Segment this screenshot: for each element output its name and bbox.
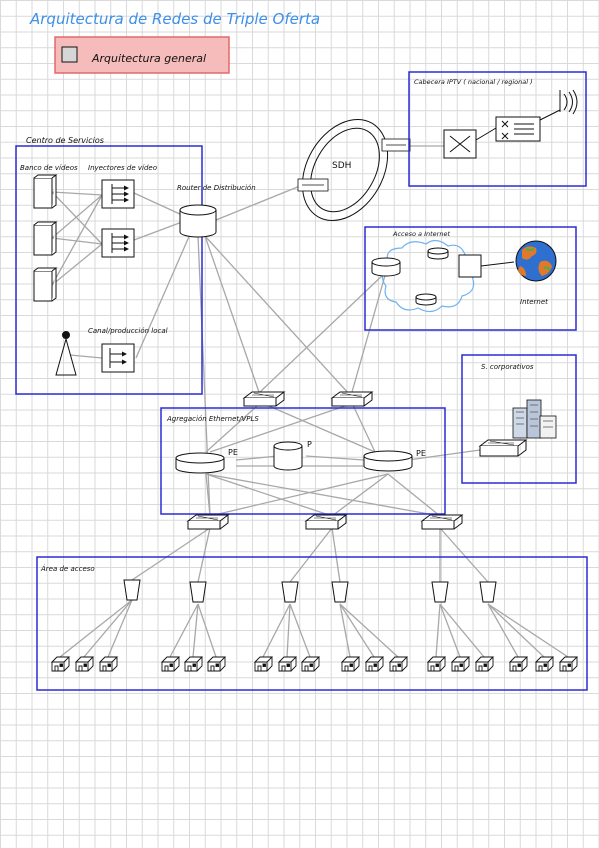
- antenna-icon: [55, 331, 77, 376]
- sdh-label: SDH: [332, 161, 351, 171]
- pe-router-icon: [175, 452, 225, 474]
- house-icon: [183, 656, 204, 672]
- video-server-icon: [33, 267, 58, 302]
- dslam-icon: [281, 581, 299, 603]
- distribution-router-label: Router de Distribución: [177, 184, 256, 192]
- sdh-ring: SDH: [297, 119, 411, 221]
- house-icon: [450, 656, 471, 672]
- corporate-title: S. corporativos: [481, 363, 534, 371]
- p-router-icon: [273, 441, 303, 471]
- pe-left-label: PE: [228, 448, 238, 457]
- internet-gateway-icon: [458, 254, 482, 278]
- sdh-adm-icon: [297, 178, 329, 192]
- aggregation-title: Agregación Ethernet/VPLS: [166, 415, 259, 423]
- services-frame: [15, 145, 203, 395]
- page-title: Arquitectura de Redes de Triple Oferta: [29, 10, 320, 28]
- iptv-headend: Cabecera IPTV ( nacional / regional ): [408, 71, 587, 187]
- legend-label: Arquitectura general: [91, 52, 206, 65]
- corporate-buildings-icon: [512, 399, 557, 439]
- house-icon: [206, 656, 227, 672]
- services-center: Centro de Servicios Banco de vídeos Inye…: [15, 136, 256, 395]
- aggregation-switch-icon: [304, 514, 348, 530]
- access-area: Área de acceso: [36, 556, 588, 691]
- dslam-icon: [479, 581, 497, 603]
- house-icon: [558, 656, 579, 672]
- house-icon: [50, 656, 71, 672]
- video-server-icon: [33, 174, 58, 209]
- aggregation-network: Agregación Ethernet/VPLS PE P PE: [160, 407, 446, 515]
- video-injectors-label: Inyectores de vídeo: [88, 164, 157, 172]
- dslam-icon: [431, 581, 449, 603]
- house-icon: [340, 656, 361, 672]
- internet-access-frame: [364, 226, 577, 331]
- globe-icon: [515, 240, 557, 282]
- corporate-switch-icon: [478, 439, 528, 457]
- headend-title: Cabecera IPTV ( nacional / regional ): [414, 78, 533, 86]
- internet-access-title: Acceso a Internet: [392, 230, 450, 238]
- video-injector-icon: [101, 228, 135, 258]
- core-switch-icon: [242, 391, 286, 407]
- house-icon: [300, 656, 321, 672]
- distribution-router-icon: [179, 204, 217, 238]
- headend-receiver-icon: [495, 116, 541, 142]
- internet-label: Internet: [520, 298, 548, 306]
- p-label: P: [307, 440, 312, 449]
- house-icon: [364, 656, 385, 672]
- internet-router-icon: [427, 247, 449, 260]
- local-encoder-icon: [101, 343, 135, 373]
- house-icon: [474, 656, 495, 672]
- video-injector-icon: [101, 179, 135, 209]
- house-icon: [253, 656, 274, 672]
- headend-switch-icon: [443, 129, 477, 159]
- pe-right-label: PE: [416, 449, 426, 458]
- internet-access: Acceso a Internet Internet: [364, 226, 577, 331]
- house-icon: [160, 656, 181, 672]
- headend-frame: [408, 71, 587, 187]
- pe-router-icon: [363, 450, 413, 472]
- dslam-icon: [189, 581, 207, 603]
- video-server-icon: [33, 221, 58, 256]
- legend-swatch: [61, 46, 78, 63]
- aggregation-switch-icon: [186, 514, 230, 530]
- legend-box: [54, 36, 230, 74]
- sdh-adm-icon: [381, 138, 411, 152]
- house-icon: [74, 656, 95, 672]
- house-icon: [508, 656, 529, 672]
- house-icon: [388, 656, 409, 672]
- internet-router-icon: [371, 257, 401, 277]
- core-switch-icon: [330, 391, 374, 407]
- house-icon: [426, 656, 447, 672]
- access-area-frame: [36, 556, 588, 691]
- corporate-frame: [461, 354, 577, 484]
- corporate-services: S. corporativos: [461, 354, 577, 484]
- house-icon: [534, 656, 555, 672]
- video-bank-label: Banco de vídeos: [20, 164, 78, 172]
- aggregation-frame: [160, 407, 446, 515]
- satellite-antenna-icon: [539, 89, 578, 121]
- links: [51, 145, 569, 658]
- local-capture-label: Canal/producción local: [88, 327, 168, 335]
- dslam-icon: [331, 581, 349, 603]
- house-icon: [277, 656, 298, 672]
- services-title: Centro de Servicios: [26, 136, 104, 145]
- aggregation-switch-icon: [420, 514, 464, 530]
- internet-cloud: [381, 239, 475, 313]
- dslam-icon: [123, 579, 141, 601]
- house-icon: [98, 656, 119, 672]
- access-area-title: Área de acceso: [40, 564, 95, 573]
- internet-router-icon: [415, 293, 437, 306]
